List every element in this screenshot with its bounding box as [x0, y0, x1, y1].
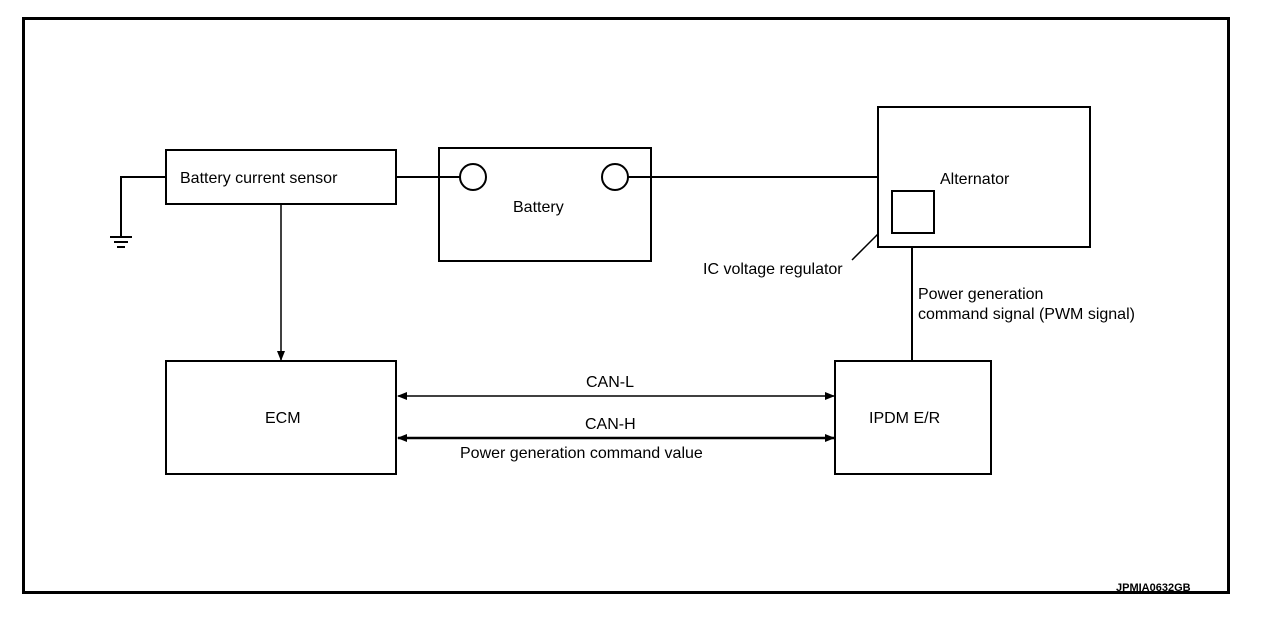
ic-voltage-regulator-box [891, 190, 935, 234]
ic-voltage-regulator-label: IC voltage regulator [703, 261, 843, 278]
figure-code: JPMIA0632GB [1116, 582, 1191, 594]
ecm-box: ECM [165, 360, 397, 475]
can-l-label: CAN-L [586, 374, 635, 391]
battery-current-sensor-box: Battery current sensor [165, 149, 397, 205]
battery-box: Battery [438, 147, 652, 262]
power-generation-command-value-label: Power generation command value [460, 445, 703, 462]
diagram-frame [22, 17, 1230, 594]
ipdm-box: IPDM E/R [834, 360, 992, 475]
ground-icon [110, 236, 132, 248]
alternator-label: Alternator [940, 171, 1010, 188]
can-h-label: CAN-H [585, 416, 636, 433]
ecm-label: ECM [265, 410, 301, 427]
ipdm-label: IPDM E/R [869, 410, 941, 427]
battery-label: Battery [513, 199, 564, 216]
pwm-signal-label-line2: command signal (PWM signal) [918, 306, 1135, 323]
battery-current-sensor-label: Battery current sensor [180, 170, 338, 187]
ground-wire [120, 176, 166, 236]
pwm-signal-label-line1: Power generation [918, 286, 1044, 303]
